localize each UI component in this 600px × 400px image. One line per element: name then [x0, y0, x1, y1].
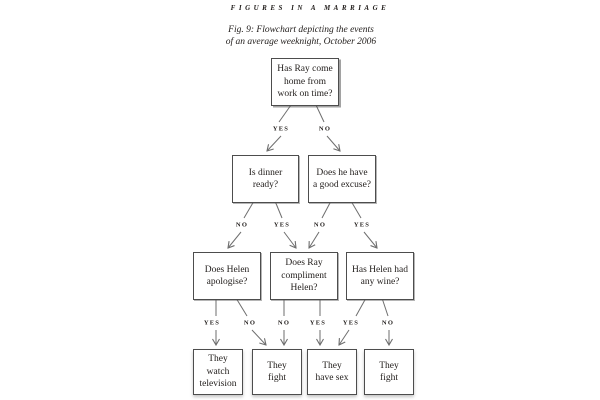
node-has-ray-come-home: Has Ray come home from work on time? — [271, 58, 339, 106]
edge-line — [283, 231, 296, 248]
edge-line — [309, 231, 320, 248]
edge-label-excuse-yes: YES — [353, 221, 371, 229]
edge-label-apologise-yes: YES — [203, 319, 221, 327]
node-text-line: Does he have — [316, 167, 368, 178]
running-header: FIGURES IN A MARRIAGE — [230, 4, 390, 12]
node-text-line: work on time? — [277, 89, 333, 100]
node-they-fight-left: They fight — [252, 349, 302, 395]
edge-label-compliment-yes: YES — [309, 319, 327, 327]
edge-line — [321, 200, 332, 219]
edge-label-root-no: NO — [318, 125, 332, 133]
node-text-line: home from — [284, 76, 326, 87]
node-ray-compliment: Does Ray compliment Helen? — [270, 252, 338, 300]
node-helen-apologise: Does Helen apologise? — [193, 252, 261, 300]
edge-line — [251, 329, 266, 345]
node-text-line: compliment — [281, 270, 327, 281]
edge-line — [228, 231, 242, 248]
edge-line — [267, 135, 282, 151]
edge-line — [355, 297, 367, 317]
edge-label-apologise-no: NO — [243, 319, 257, 327]
node-text-line: have sex — [315, 373, 349, 383]
edge-line — [235, 297, 248, 317]
node-text-line: ready? — [252, 180, 279, 190]
edge-line — [339, 329, 350, 345]
node-text-line: They — [267, 360, 287, 371]
node-text-line: Does Helen — [204, 264, 250, 275]
node-text-line: watch — [206, 366, 230, 377]
node-text-line: They — [208, 354, 228, 365]
edge-line — [278, 104, 292, 123]
node-text-line: any wine? — [360, 277, 400, 287]
edge-label-excuse-no: NO — [313, 221, 327, 229]
node-helen-wine: Has Helen had any wine? — [346, 252, 414, 300]
node-watch-television: They watch television — [193, 349, 243, 395]
node-text-line: fight — [268, 373, 286, 383]
figure-caption-line-1: Fig. 9: Flowchart depicting the events — [228, 25, 374, 35]
node-text-line: Has Helen had — [352, 264, 408, 275]
edge-label-root-yes: YES — [272, 125, 290, 133]
figure-caption-line-2: of an average weeknight, October 2006 — [225, 37, 377, 47]
node-good-excuse: Does he have a good excuse? — [308, 155, 376, 203]
node-text-line: a good excuse? — [312, 180, 372, 190]
edge-label-dinner-no: NO — [235, 221, 249, 229]
edge-line — [326, 135, 340, 151]
node-text-line: apologise? — [206, 277, 248, 287]
edge-line — [381, 297, 389, 317]
edge-line — [350, 200, 362, 219]
node-text-line: They — [322, 360, 342, 371]
node-is-dinner-ready: Is dinner ready? — [232, 155, 299, 203]
figure-caption: Fig. 9: Flowchart depicting the events o… — [1, 24, 600, 48]
edge-label-wine-no: NO — [381, 319, 395, 327]
node-text-line: Helen? — [290, 283, 318, 294]
node-text-line: Has Ray come — [277, 64, 333, 75]
edge-line — [243, 200, 255, 219]
node-they-have-sex: They have sex — [307, 349, 357, 395]
node-text-line: They — [379, 360, 399, 371]
edge-line — [274, 200, 283, 219]
edge-line — [363, 231, 377, 248]
node-text-line: Is dinner — [248, 167, 283, 178]
node-text-line: television — [199, 379, 237, 390]
edge-label-dinner-yes: YES — [273, 221, 291, 229]
node-text-line: Does Ray — [285, 258, 323, 269]
node-text-line: fight — [380, 373, 398, 383]
edge-label-wine-yes: YES — [342, 319, 360, 327]
node-they-fight-right: They fight — [364, 349, 414, 395]
edge-line — [315, 104, 325, 123]
edge-label-compliment-no: NO — [277, 319, 291, 327]
